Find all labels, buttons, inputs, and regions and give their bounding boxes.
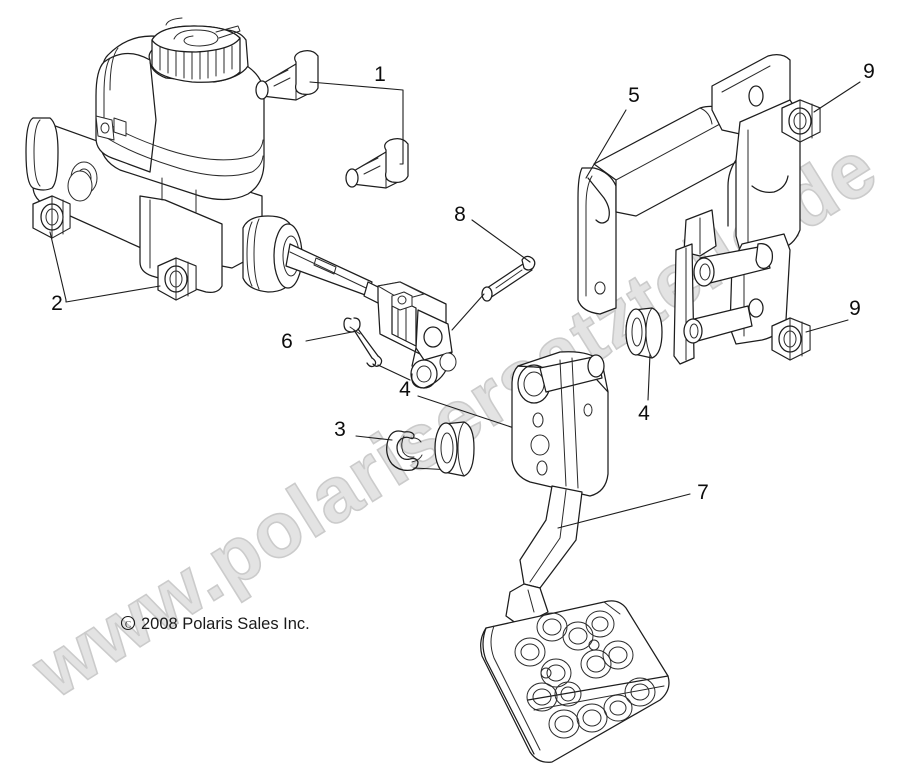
cotter-pin xyxy=(343,317,383,368)
leader-4-right xyxy=(647,353,651,401)
pedal-grip-bosses xyxy=(514,610,656,739)
callout-label-7[interactable]: 7 xyxy=(697,481,709,504)
pedal-pivot-shaft-lower xyxy=(683,305,753,344)
leader-2 xyxy=(49,231,161,303)
pedal-pivot-shaft xyxy=(693,243,773,287)
leader-5 xyxy=(585,109,627,179)
copyright-text: 2008 Polaris Sales Inc. xyxy=(141,615,310,633)
clevis-pin xyxy=(481,255,536,302)
callout-label-9-lower[interactable]: 9 xyxy=(849,297,861,320)
flanged-bushing-left xyxy=(434,421,475,477)
callout-label-5[interactable]: 5 xyxy=(628,84,640,107)
leader-4-left xyxy=(417,395,521,431)
callout-label-9-upper[interactable]: 9 xyxy=(863,60,875,83)
callout-label-3[interactable]: 3 xyxy=(334,418,346,441)
callout-label-8[interactable]: 8 xyxy=(454,203,466,226)
flange-nut-9b xyxy=(771,317,811,361)
flange-nut-2b xyxy=(157,257,197,301)
leader-8 xyxy=(471,219,531,263)
flange-nut-2a xyxy=(32,195,71,239)
brake-pedal-pad xyxy=(480,600,670,763)
leader-6-b xyxy=(377,364,411,381)
copyright-circle xyxy=(120,615,136,631)
copyright-c-glyph: C xyxy=(125,620,131,630)
flange-bolt-lower xyxy=(345,138,409,189)
callout-label-4-left[interactable]: 4 xyxy=(399,378,411,401)
flanged-bushing-right xyxy=(625,307,663,359)
pushrod-clevis xyxy=(377,281,457,389)
flange-bolt-upper xyxy=(255,50,319,101)
callout-labels: 1 2 3 4 4 5 6 7 8 9 9 xyxy=(51,60,875,504)
leader-9-lower xyxy=(805,319,849,333)
brake-pedal-arm xyxy=(505,351,609,627)
callout-label-4-right[interactable]: 4 xyxy=(638,402,650,425)
callout-label-6[interactable]: 6 xyxy=(281,330,293,353)
retaining-clip xyxy=(386,430,423,471)
callout-label-1[interactable]: 1 xyxy=(374,63,386,86)
leader-6 xyxy=(305,331,353,342)
leader-3 xyxy=(355,435,393,441)
flange-nut-9a xyxy=(781,99,821,143)
leader-8-b xyxy=(451,293,485,331)
copyright-notice: C 2008 Polaris Sales Inc. xyxy=(120,615,310,633)
callout-label-2[interactable]: 2 xyxy=(51,292,63,315)
leader-1 xyxy=(309,81,404,165)
master-cylinder-assembly xyxy=(25,17,397,311)
leader-7 xyxy=(557,493,691,529)
leader-9-upper xyxy=(813,81,861,113)
